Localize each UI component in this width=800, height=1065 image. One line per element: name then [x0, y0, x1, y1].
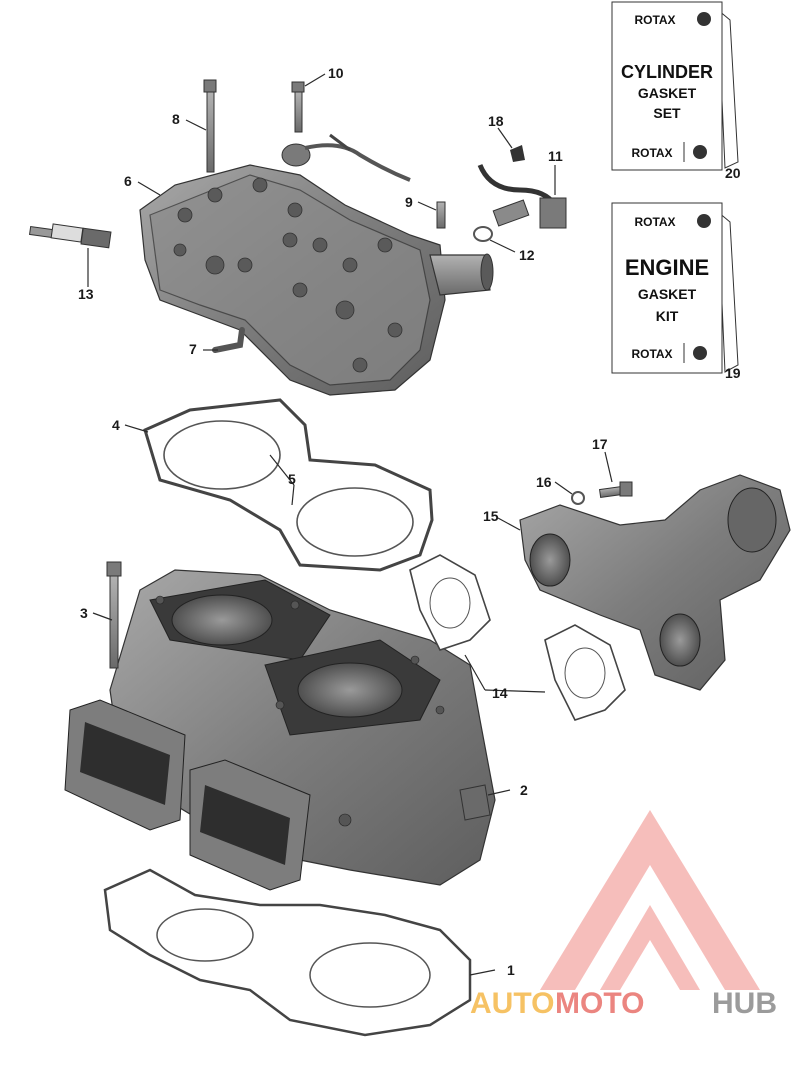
- callout-16: 16: [536, 474, 552, 490]
- head-bolt-short: [291, 81, 305, 133]
- base-gasket: [103, 868, 472, 1037]
- watermark-logo: [540, 810, 760, 990]
- exhaust-manifold: [519, 474, 791, 691]
- callout-14: 14: [492, 685, 508, 701]
- watermark-text: AUTO MOTO HUB: [470, 987, 777, 1020]
- kit-title-line2: GASKET: [638, 286, 697, 302]
- cylinder-block: [64, 569, 496, 891]
- kit-brand-bottom: ROTAX: [631, 347, 672, 361]
- kit-title-line3: KIT: [656, 308, 679, 324]
- cylinder-gasket-set-kit: ROTAX CYLINDER GASKET SET ROTAX 20: [611, 1, 741, 181]
- manifold-bolt: [598, 481, 633, 499]
- callout-18: 18: [488, 113, 504, 129]
- callout-19: 19: [725, 365, 741, 381]
- kit-title-line1: CYLINDER: [621, 62, 713, 82]
- watermark-auto: AUTO: [470, 987, 554, 1020]
- o-ring: [473, 226, 493, 242]
- callout-10: 10: [328, 65, 344, 81]
- head-bolt-long: [203, 79, 217, 173]
- spark-plug: [28, 223, 112, 249]
- water-fitting: [212, 327, 245, 353]
- kit-title-line2: GASKET: [638, 85, 697, 101]
- kit-title-line3: SET: [653, 105, 681, 121]
- callout-12: 12: [519, 247, 535, 263]
- temperature-sensor: [477, 163, 567, 229]
- callout-2: 2: [520, 782, 528, 798]
- head-gasket: [143, 398, 434, 572]
- callout-4: 4: [112, 417, 120, 433]
- callout-labels: 1 2 3 4 5 6 7 8 9 10 11 12 13 14 15 16 1…: [78, 65, 608, 978]
- callout-11: 11: [548, 148, 563, 164]
- callout-15: 15: [483, 508, 499, 524]
- callout-17: 17: [592, 436, 608, 452]
- callout-1: 1: [507, 962, 515, 978]
- kit-brand-top: ROTAX: [634, 215, 675, 229]
- callout-6: 6: [124, 173, 132, 189]
- stud: [436, 201, 446, 229]
- callout-5: 5: [288, 471, 296, 487]
- kit-title-line1: ENGINE: [625, 255, 709, 280]
- cylinder-head: [139, 164, 494, 396]
- knock-sensor: [281, 133, 411, 182]
- callout-7: 7: [189, 341, 197, 357]
- cylinder-o-rings: [163, 420, 414, 557]
- cylinder-bolt: [106, 561, 122, 669]
- callout-3: 3: [80, 605, 88, 621]
- clip: [510, 145, 525, 162]
- watermark-moto: MOTO: [555, 987, 644, 1020]
- engine-gasket-kit: ROTAX ENGINE GASKET KIT ROTAX 19: [611, 202, 741, 381]
- watermark-hub: HUB: [712, 987, 777, 1020]
- exhaust-gaskets: [409, 554, 626, 721]
- callout-8: 8: [172, 111, 180, 127]
- callout-13: 13: [78, 286, 94, 302]
- kit-brand-top: ROTAX: [634, 13, 675, 27]
- callout-20: 20: [725, 165, 741, 181]
- callout-9: 9: [405, 194, 413, 210]
- kit-brand-bottom: ROTAX: [631, 146, 672, 160]
- washer: [571, 491, 585, 505]
- leader-lines: [87, 73, 613, 976]
